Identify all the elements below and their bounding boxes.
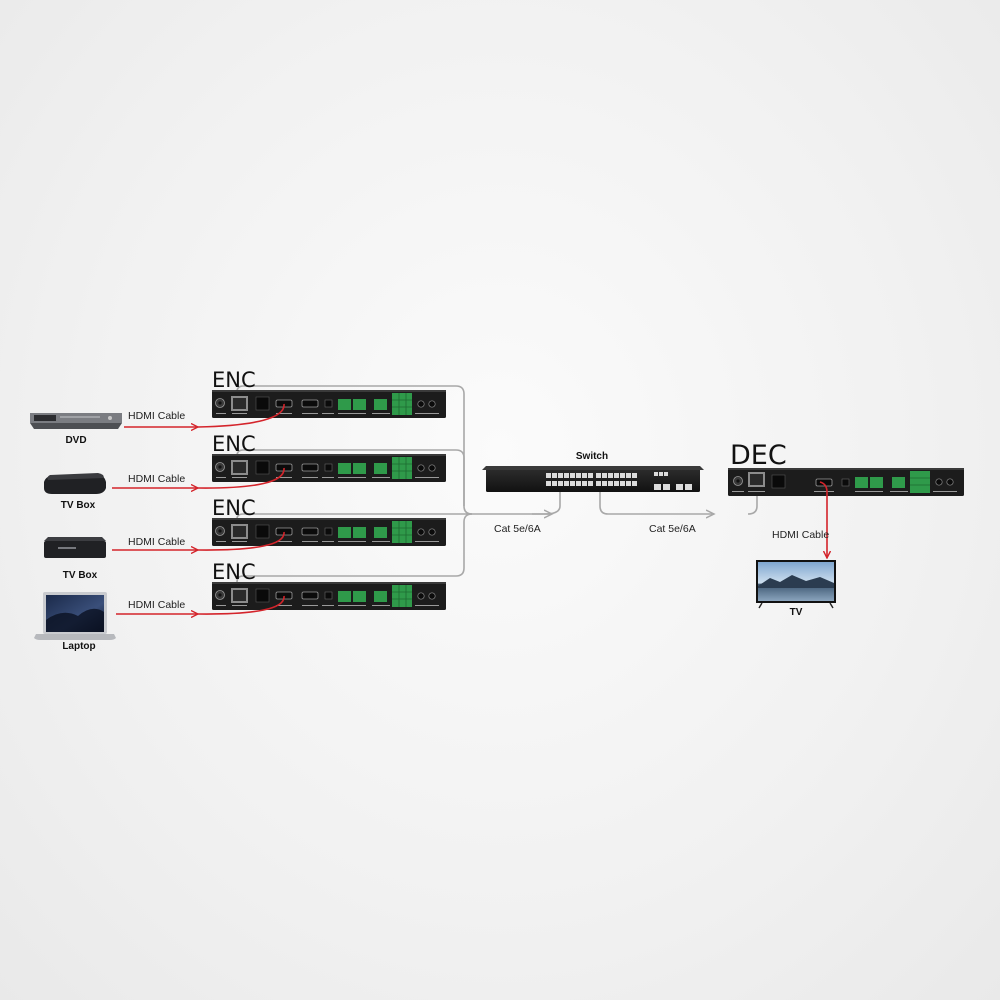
source-label: TV Box bbox=[63, 570, 98, 581]
switch-to-dec-label: Cat 5e/6A bbox=[649, 523, 696, 535]
encoder-4: ENC bbox=[197, 560, 447, 615]
tv-box-icon bbox=[44, 473, 106, 494]
enc4-lan-cable bbox=[236, 513, 473, 590]
hdmi-cable-3: HDMI Cable bbox=[112, 536, 198, 550]
enc2-lan-cable bbox=[236, 449, 465, 506]
display-tv: TV bbox=[756, 560, 836, 618]
cable-label: HDMI Cable bbox=[128, 473, 185, 485]
dec-lan-cable bbox=[747, 494, 758, 515]
tv-icon bbox=[756, 560, 836, 609]
source-label: TV Box bbox=[61, 500, 96, 511]
source-label: DVD bbox=[65, 435, 86, 446]
dvd-player-icon bbox=[30, 413, 122, 429]
hdmi-cables-inbound: HDMI Cable HDMI Cable HDMI Cable HDMI Ca… bbox=[112, 410, 198, 614]
decoder: DEC bbox=[728, 440, 964, 496]
enc-to-switch-label: Cat 5e/6A bbox=[494, 523, 541, 535]
hdmi-cable-2: HDMI Cable bbox=[112, 473, 198, 488]
cable-label: HDMI Cable bbox=[128, 599, 185, 611]
source-tvbox-1: TV Box bbox=[44, 473, 106, 511]
encoder-label: ENC bbox=[212, 368, 256, 392]
switch-label: Switch bbox=[576, 451, 608, 462]
enc1-lan-cable bbox=[236, 385, 545, 515]
source-tvbox-2: TV Box bbox=[44, 537, 106, 581]
encoder-2: ENC bbox=[197, 432, 447, 489]
hdmi-cable-4: HDMI Cable bbox=[116, 599, 198, 614]
switch-to-dec-cable bbox=[599, 490, 714, 514]
switch-uplink-cable bbox=[544, 490, 561, 515]
switch-ports bbox=[546, 472, 692, 490]
source-laptop: Laptop bbox=[34, 592, 116, 652]
cable-label: HDMI Cable bbox=[128, 536, 185, 548]
encoder-label: ENC bbox=[212, 560, 256, 584]
decoder-label: DEC bbox=[730, 440, 787, 471]
hdmi-cable-1: HDMI Cable bbox=[124, 410, 198, 427]
display-label: TV bbox=[790, 607, 803, 618]
encoder-label: ENC bbox=[212, 432, 256, 456]
tv-box-icon bbox=[44, 537, 106, 558]
laptop-icon bbox=[34, 592, 116, 640]
source-label: Laptop bbox=[62, 641, 95, 652]
cable-label: HDMI Cable bbox=[128, 410, 185, 422]
source-dvd: DVD bbox=[30, 413, 122, 446]
encoder-label: ENC bbox=[212, 496, 256, 520]
encoder-1: ENC bbox=[197, 368, 447, 428]
network-switch: Switch bbox=[482, 451, 704, 492]
dec-to-tv-label: HDMI Cable bbox=[772, 529, 829, 541]
encoder-3: ENC bbox=[197, 496, 447, 551]
hdmi-cable-to-tv: HDMI Cable bbox=[772, 481, 829, 558]
